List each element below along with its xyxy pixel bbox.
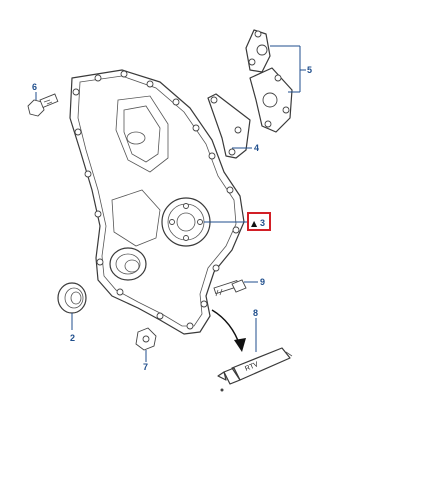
bolt-part-6: [27, 93, 59, 117]
gasket-part-5: [245, 29, 293, 133]
warning-icon: ▲: [251, 219, 258, 228]
nut-part-7: [135, 327, 157, 351]
bracket-part-4: [207, 93, 251, 159]
callout-5: 5: [307, 65, 312, 75]
callout-6: 6: [32, 82, 37, 92]
pump-hub: [161, 197, 211, 247]
tube-label: RTV: [244, 361, 260, 373]
callout-2: 2: [70, 333, 75, 343]
crank-seal-part-2: [57, 282, 87, 314]
timing-cover: [69, 69, 245, 335]
rtv-tube-part-8: RTV: [217, 347, 293, 392]
callout-3: 3: [260, 218, 265, 228]
highlight-box: [247, 212, 271, 231]
crankshaft-bore: [109, 247, 147, 281]
callout-9: 9: [260, 277, 265, 287]
callout-8: 8: [253, 308, 258, 318]
callout-4: 4: [254, 143, 259, 153]
stud-part-9: [213, 279, 247, 297]
callout-7: 7: [143, 362, 148, 372]
